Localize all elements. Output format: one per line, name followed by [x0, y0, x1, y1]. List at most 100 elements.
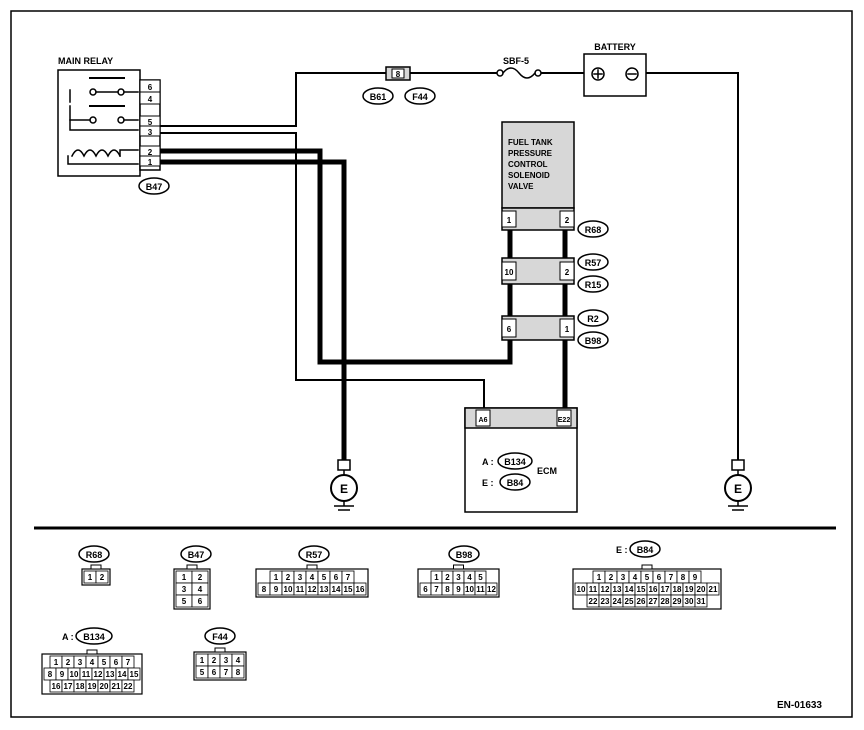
wire-relay-pin1-to-ground	[157, 159, 347, 463]
legend-pin-number: 9	[693, 573, 698, 582]
main-relay-label: MAIN RELAY	[58, 56, 113, 66]
legend-pin-cell	[231, 665, 245, 679]
legend-pin-number: 19	[88, 682, 97, 691]
legend-pin-number: 5	[322, 573, 327, 582]
ecm-pin-e22: E22	[558, 417, 571, 424]
legend-pin-number: 13	[106, 670, 115, 679]
legend-pin-number: 10	[577, 585, 586, 594]
connector-tag-b47	[138, 177, 170, 195]
legend-pin-number: 8	[262, 585, 267, 594]
legend-pin-number: 18	[673, 585, 682, 594]
legend-pin-number: 6	[114, 658, 119, 667]
legend-pin-number: 8	[48, 670, 53, 679]
connector-tag-b47-label: B47	[146, 182, 163, 192]
legend-pin-number: 2	[445, 573, 450, 582]
battery: BATTERY	[583, 42, 647, 97]
legend-pin-number: 15	[344, 585, 353, 594]
legend-pin-number: 1	[274, 573, 279, 582]
legend-tag	[204, 627, 236, 645]
legend-tag-label: R68	[86, 550, 103, 560]
figure-code: EN-01633	[777, 700, 822, 711]
connector-pin-left: 1	[507, 216, 512, 225]
connector-r57-r15: 10 2 R57 R15	[501, 253, 609, 293]
legend-pin-number: 12	[601, 585, 610, 594]
connector-tag-b61	[362, 87, 394, 105]
relay-pin-label: 3	[148, 128, 153, 137]
legend-pin-number: 3	[621, 573, 626, 582]
connector-tag-b84	[499, 473, 531, 491]
legend-lock-tab	[90, 564, 102, 570]
legend-pin-number: 22	[589, 597, 598, 606]
legend-pin-number: 7	[126, 658, 131, 667]
legend-pin-number: 9	[60, 670, 65, 679]
legend-pin-number: 4	[236, 656, 241, 665]
connector-pin-right: 1	[565, 325, 570, 334]
legend-pin-number: 27	[649, 597, 658, 606]
legend-pin-number: 1	[88, 573, 93, 582]
legend-tag	[180, 545, 212, 563]
legend-pin-number: 29	[673, 597, 682, 606]
wire-relay-pin3-to-ecm-a6	[159, 132, 485, 409]
connector-tag-r2	[577, 309, 609, 327]
legend-lock-tab	[641, 564, 653, 570]
legend-pin-number: 4	[633, 573, 638, 582]
legend-tag	[75, 627, 113, 645]
ground-left: E	[330, 459, 358, 511]
legend-pin-number: 2	[609, 573, 614, 582]
legend-pin-number: 3	[456, 573, 461, 582]
legend-pin-number: 17	[64, 682, 73, 691]
ecm-label: ECM	[537, 466, 557, 476]
legend-pin-number: 6	[657, 573, 662, 582]
valve-label-line: VALVE	[508, 182, 534, 191]
legend-pin-number: 3	[298, 573, 303, 582]
relay-pin-label: 5	[148, 118, 153, 127]
ecm: A6 E22 A : B134 E : B84 ECM	[464, 407, 578, 513]
legend-pin-number: 1	[54, 658, 59, 667]
legend-pin-number: 26	[637, 597, 646, 606]
legend-pin-number: 11	[296, 585, 305, 594]
legend-pin-number: 2	[198, 573, 203, 582]
legend-pin-number: 1	[200, 656, 205, 665]
legend-pin-number: 12	[487, 585, 496, 594]
legend-pin-number: 5	[182, 597, 187, 606]
legend-lock-tab	[214, 647, 226, 653]
legend-pin-cell	[706, 582, 720, 596]
legend-pin-number: 19	[685, 585, 694, 594]
legend-pin-number: 14	[625, 585, 634, 594]
connector-tag-r15-label: R15	[585, 280, 602, 290]
legend-pin-number: 30	[685, 597, 694, 606]
legend-pin-number: 16	[52, 682, 61, 691]
legend-pin-number: 3	[224, 656, 229, 665]
legend-pin-number: 12	[308, 585, 317, 594]
legend-pin-number: 6	[334, 573, 339, 582]
legend-pin-number: 28	[661, 597, 670, 606]
ecm-connector-strip	[464, 407, 578, 429]
relay-pin-label: 6	[148, 83, 153, 92]
legend-pin-number: 24	[613, 597, 622, 606]
legend-lock-tab	[453, 564, 464, 570]
legend-pin-number: 1	[434, 573, 439, 582]
legend-pin-number: 1	[182, 573, 187, 582]
legend-pin-number: 21	[112, 682, 121, 691]
connector-tag-b84-label: B84	[507, 478, 524, 488]
ecm-a-prefix: A :	[482, 457, 494, 467]
legend-tag-label: B98	[456, 550, 473, 560]
legend-pin-number: 7	[669, 573, 674, 582]
wire-relay-to-b61	[159, 72, 387, 127]
connector-pin-left: 10	[505, 268, 514, 277]
legend-pin-number: 5	[478, 573, 483, 582]
legend-pin-number: 25	[625, 597, 634, 606]
relay-pin-label: 2	[148, 148, 153, 157]
connector-tag-f44-label: F44	[412, 92, 428, 102]
legend-pin-number: 5	[200, 668, 205, 677]
legend-pin-number: 4	[198, 585, 203, 594]
legend-pin-number: 3	[182, 585, 187, 594]
connector-tag-b61-label: B61	[370, 92, 387, 102]
legend-pin-number: 3	[78, 658, 83, 667]
ground-right: E	[724, 459, 752, 511]
legend-pin-cell	[121, 679, 135, 693]
valve-label-line: CONTROL	[508, 160, 548, 169]
